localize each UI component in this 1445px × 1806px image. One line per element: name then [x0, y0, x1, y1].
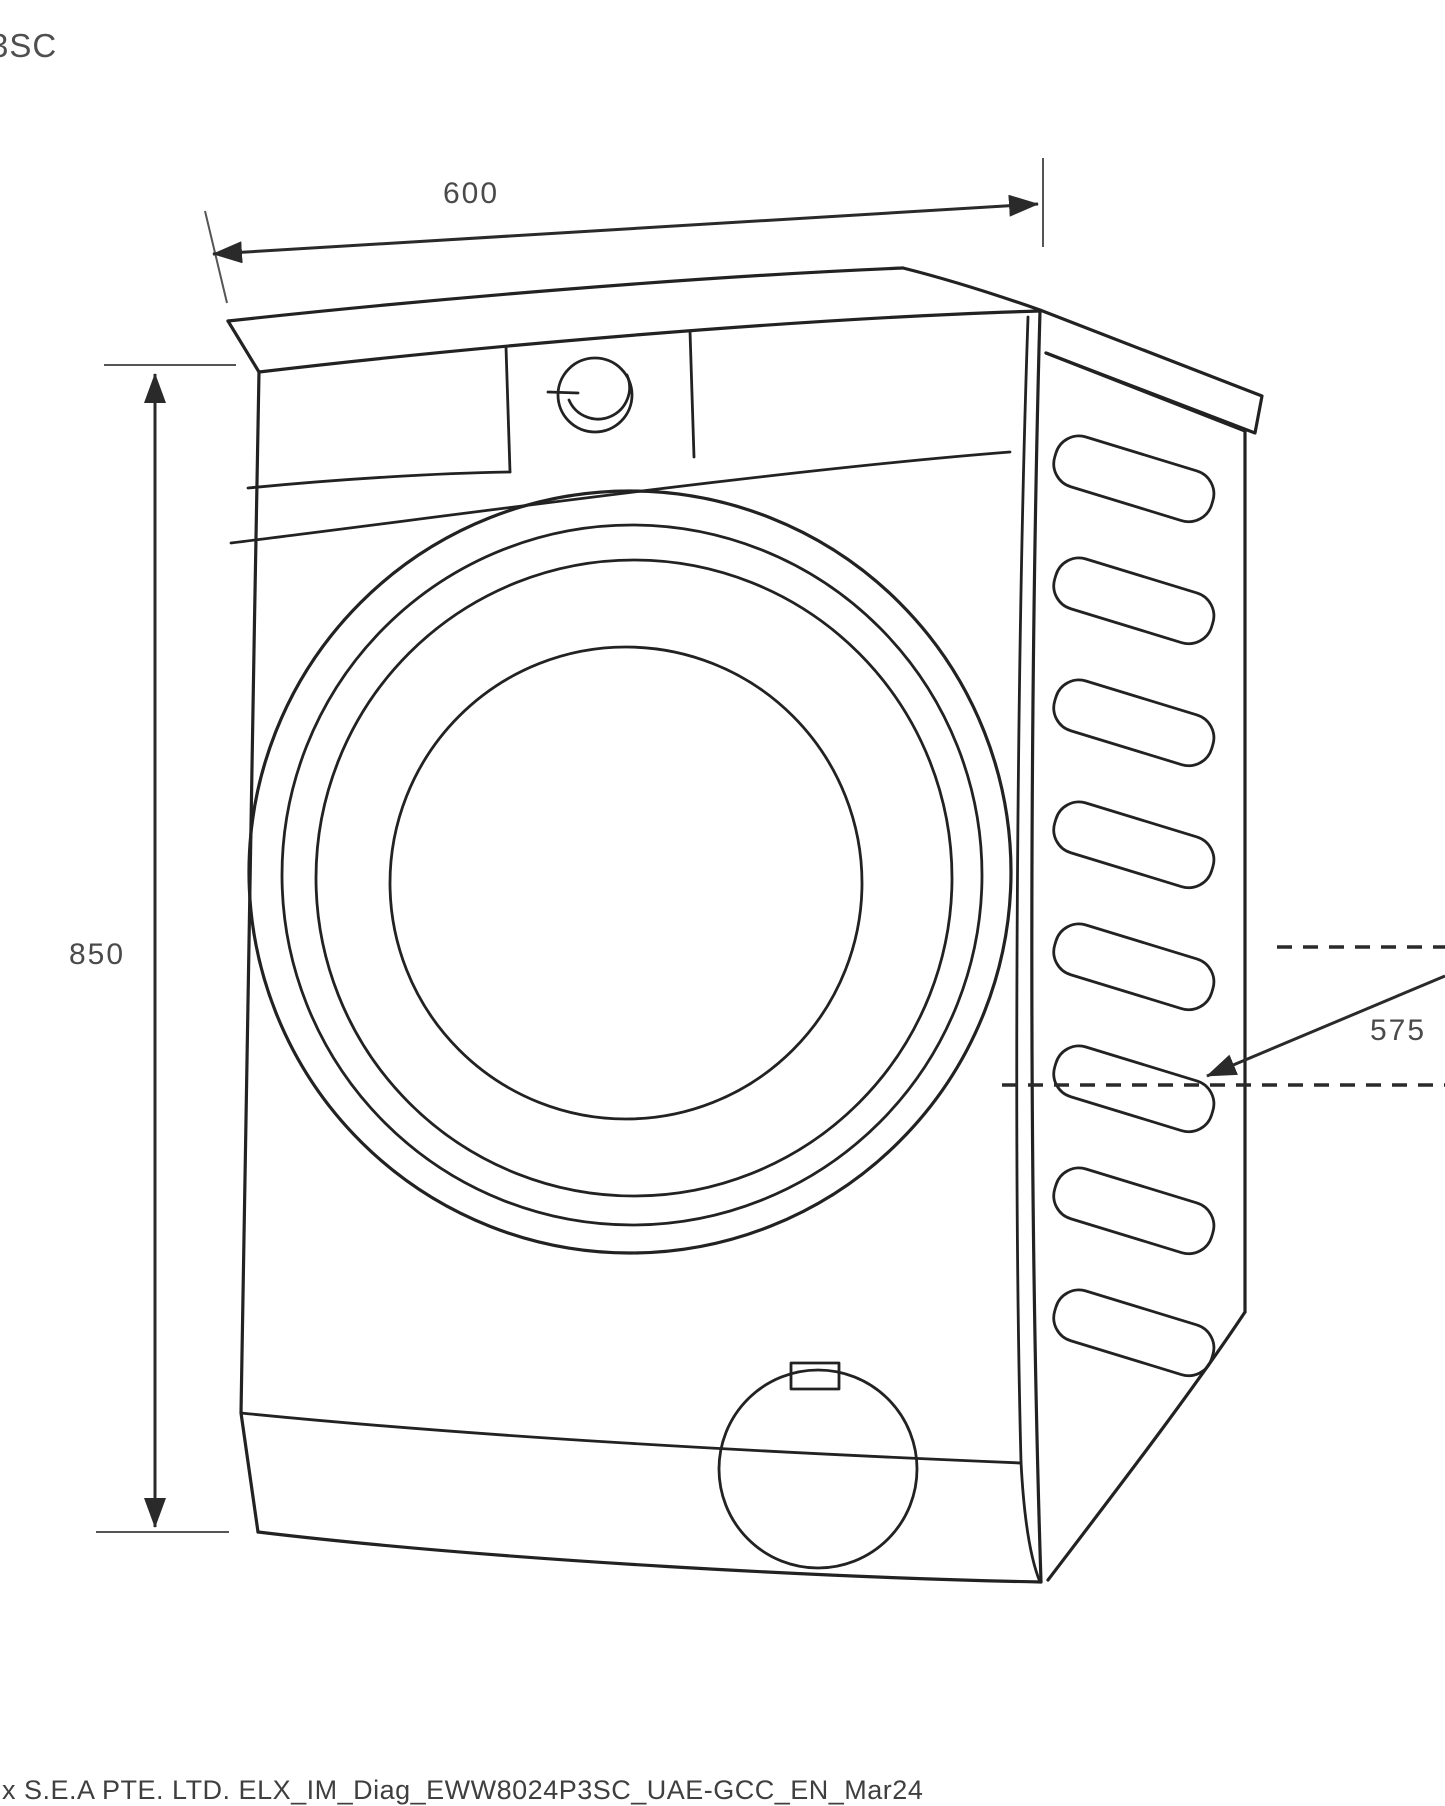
width-dimension-label: 600 [443, 177, 499, 210]
control-panel [229, 329, 1012, 545]
vent-slot [1052, 1166, 1216, 1256]
vent-slot [1052, 556, 1216, 646]
drawer-divider-line [504, 345, 512, 474]
panel-divider-line [688, 329, 696, 459]
panel-bottom-crease [229, 450, 1012, 545]
washing-machine-drawing [226, 266, 1264, 1584]
height-dimension-label: 850 [69, 938, 125, 971]
kick-panel-line [239, 1411, 1023, 1465]
knob-pointer-line [546, 390, 580, 395]
detergent-drawer [246, 470, 512, 490]
dimension-depth: 575 [1002, 945, 1445, 1087]
vent-slot [1052, 1044, 1216, 1134]
vent-slot [1052, 1288, 1216, 1378]
program-knob [546, 356, 634, 434]
door-glass [388, 645, 864, 1121]
top-lid [226, 266, 1264, 435]
filter-handle [789, 1361, 841, 1391]
door-middle-ring [280, 523, 984, 1227]
vent-slot [1052, 434, 1216, 524]
footer-doc-code: x S.E.A PTE. LTD. ELX_IM_Diag_EWW8024P3S… [2, 1775, 923, 1805]
vent-slot [1052, 678, 1216, 768]
width-arrow-line [212, 194, 1039, 264]
extension-line-left [204, 210, 228, 304]
depth-leader-arrow [1206, 974, 1445, 1078]
door-outer-ring [247, 489, 1013, 1255]
side-vent-grille [1052, 434, 1216, 1378]
door-inner-ring [314, 558, 954, 1198]
depth-dimension-label: 575 [1370, 1014, 1426, 1047]
porthole-door [247, 489, 1013, 1255]
drain-filter-cover [717, 1361, 919, 1570]
dimension-height: 850 [69, 364, 236, 1533]
dimension-width: 600 [204, 158, 1044, 304]
model-code-partial: 3SC [0, 27, 57, 64]
vent-slot [1052, 800, 1216, 890]
vent-slot [1052, 922, 1216, 1012]
side-panel [1044, 351, 1247, 1582]
front-cabinet [239, 309, 1043, 1584]
